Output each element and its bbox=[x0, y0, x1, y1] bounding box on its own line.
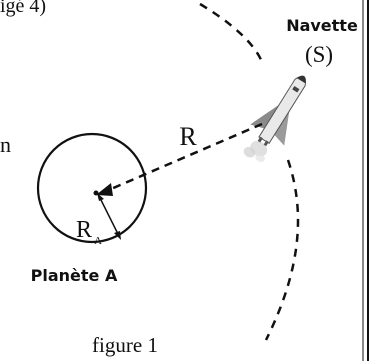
shuttle-name: Navette bbox=[286, 16, 358, 35]
planet-radius-subscript: A bbox=[94, 235, 102, 247]
planet-radius-arrowhead-start bbox=[97, 193, 104, 201]
orbit-radius-label: R bbox=[179, 122, 197, 151]
space-shuttle-icon bbox=[243, 75, 307, 163]
orbit-arc-lower bbox=[264, 159, 300, 341]
planet-radius-arrowhead-end bbox=[114, 231, 121, 240]
planet-circle bbox=[36, 132, 148, 244]
top-text-fragment: igé 4) bbox=[0, 0, 46, 17]
orbit-arc bbox=[199, 2, 264, 63]
planet-radius-label: R bbox=[76, 217, 92, 243]
planet-radius-arrow bbox=[99, 197, 119, 235]
left-text-fragment: n bbox=[0, 132, 11, 157]
orbit-radius-arrowhead bbox=[96, 183, 113, 196]
planet-center bbox=[93, 190, 99, 196]
shuttle-symbol: (S) bbox=[305, 42, 333, 67]
orbit-radius-arrow bbox=[103, 122, 263, 194]
figure-caption: figure 1 bbox=[92, 333, 158, 357]
planet-name: Planète A bbox=[31, 266, 118, 285]
